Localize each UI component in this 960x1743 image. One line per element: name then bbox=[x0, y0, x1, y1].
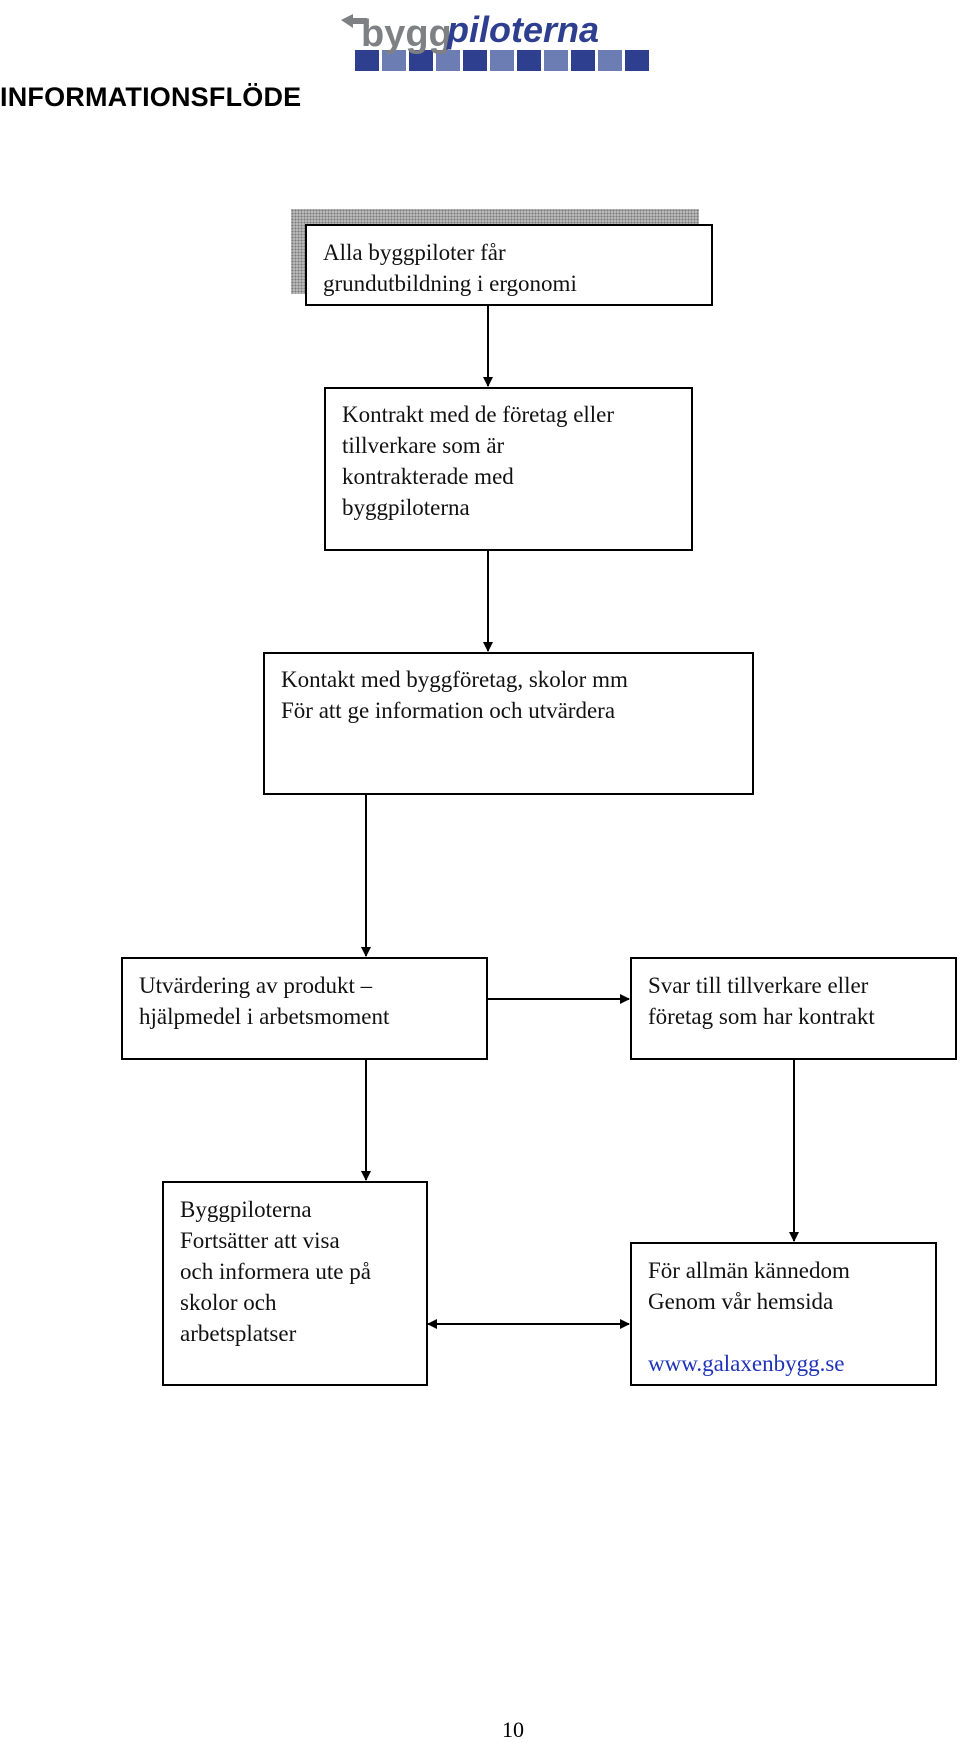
node-line: Kontakt med byggföretag, skolor mm bbox=[281, 667, 628, 692]
node-line: Genom vår hemsida bbox=[648, 1289, 834, 1314]
node-line: företag som har kontrakt bbox=[648, 1004, 875, 1029]
node-fortsatter: Byggpiloterna Fortsätter att visa och in… bbox=[162, 1181, 428, 1386]
website-link[interactable]: www.galaxenbygg.se bbox=[648, 1351, 845, 1376]
node-line: För att ge information och utvärdera bbox=[281, 698, 616, 723]
node-line: kontrakterade med bbox=[342, 464, 514, 489]
node-kontakt: Kontakt med byggföretag, skolor mm För a… bbox=[263, 652, 754, 795]
node-kontrakt: Kontrakt med de företag eller tillverkar… bbox=[324, 387, 693, 551]
node-line: Svar till tillverkare eller bbox=[648, 973, 869, 998]
node-line: För allmän kännedom bbox=[648, 1258, 850, 1283]
node-utvardering: Utvärdering av produkt – hjälpmedel i ar… bbox=[121, 957, 488, 1060]
node-line: grundutbildning i ergonomi bbox=[323, 271, 577, 296]
node-line: Fortsätter att visa bbox=[180, 1228, 340, 1253]
node-line: arbetsplatser bbox=[180, 1321, 297, 1346]
node-grundutbildning: Alla byggpiloter får grundutbildning i e… bbox=[305, 224, 713, 306]
node-line: Alla byggpiloter får bbox=[323, 240, 506, 265]
node-line: Byggpiloterna bbox=[180, 1197, 312, 1222]
node-line: byggpiloterna bbox=[342, 495, 470, 520]
logo-tiles bbox=[355, 50, 649, 71]
logo-text-bygg: bygg bbox=[361, 13, 452, 55]
page-title: INFORMATIONSFLÖDE bbox=[0, 82, 302, 112]
node-line: tillverkare som är bbox=[342, 433, 505, 458]
node-line: skolor och bbox=[180, 1290, 277, 1315]
node-line: och informera ute på bbox=[180, 1259, 371, 1284]
node-line: hjälpmedel i arbetsmoment bbox=[139, 1004, 390, 1029]
page-number: 10 bbox=[502, 1717, 524, 1742]
node-line: Utvärdering av produkt – bbox=[139, 973, 373, 998]
logo-swoosh bbox=[341, 14, 367, 28]
logo-text-piloterna: piloterna bbox=[446, 9, 599, 50]
node-allman: För allmän kännedom Genom vår hemsida ww… bbox=[630, 1242, 937, 1386]
node-svar: Svar till tillverkare eller företag som … bbox=[630, 957, 957, 1060]
node-line: Kontrakt med de företag eller bbox=[342, 402, 615, 427]
byggpiloterna-logo: bygg piloterna bbox=[341, 9, 649, 71]
